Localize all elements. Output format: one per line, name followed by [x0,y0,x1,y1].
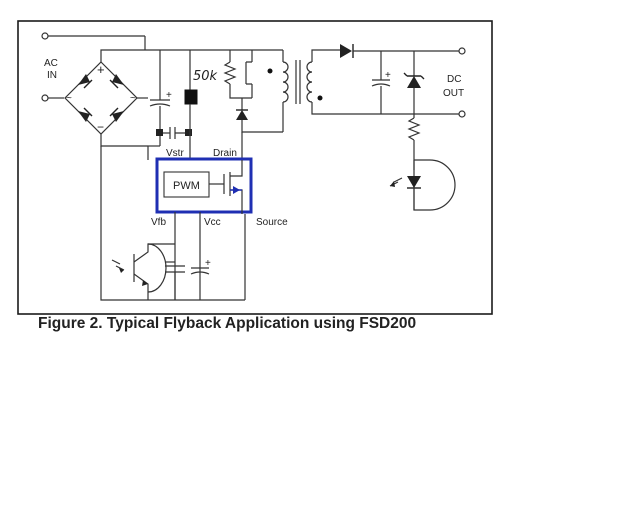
optocoupler-transistor [111,243,175,300]
input-capacitor-plus: + [166,90,172,101]
optocoupler-led [389,159,456,211]
figure-caption: Figure 2. Typical Flyback Application us… [38,315,417,332]
transformer-primary [241,50,289,160]
bridge-output-wires [100,49,283,301]
bridge-plus-sign: + [97,62,105,77]
ac-input-wires [48,35,148,99]
secondary-dot [317,95,323,101]
primary-dot [267,68,273,74]
dc-out-terminal-bottom [458,110,466,118]
vstr-label: Vstr [166,148,184,159]
vcc-capacitor-plus: + [205,258,211,269]
input-capacitor [148,50,171,147]
pwm-label: PWM [173,180,200,192]
bridge-ac-left: ~ [66,93,72,104]
vfb-label: Vfb [151,217,166,228]
vstr-cap-dot-left [156,129,163,136]
bridge-ac-right: ~ [130,93,136,104]
transformer-core [295,60,301,104]
startup-resistor [184,50,198,160]
output-capacitor-plus: + [385,70,391,81]
ac-in-label-line2: IN [47,70,57,81]
bridge-minus-sign: − [97,120,104,134]
dc-out-terminal-top [458,47,466,55]
drain-label: Drain [213,148,237,159]
output-diode [340,44,352,58]
vstr-cap-dot-right [185,129,192,136]
vfb-capacitor [165,261,185,300]
transformer-secondary [306,49,462,115]
ic-outline [155,157,253,214]
dc-out-label-line2: OUT [443,88,464,99]
ac-in-label-line1: AC [44,58,58,69]
output-capacitor [371,51,391,114]
output-zener [403,51,425,118]
schematic-frame [17,20,493,315]
ac-terminal-bottom [41,94,49,102]
vcc-capacitor [190,267,210,275]
dc-out-label-line1: DC [447,74,461,85]
ac-terminal-top [41,32,49,40]
bridge-rectifier [64,61,138,135]
resistor-handwritten-label: 50k [193,69,218,84]
snubber-diode [236,110,248,120]
source-label: Source [256,217,288,228]
vcc-label: Vcc [204,217,221,228]
